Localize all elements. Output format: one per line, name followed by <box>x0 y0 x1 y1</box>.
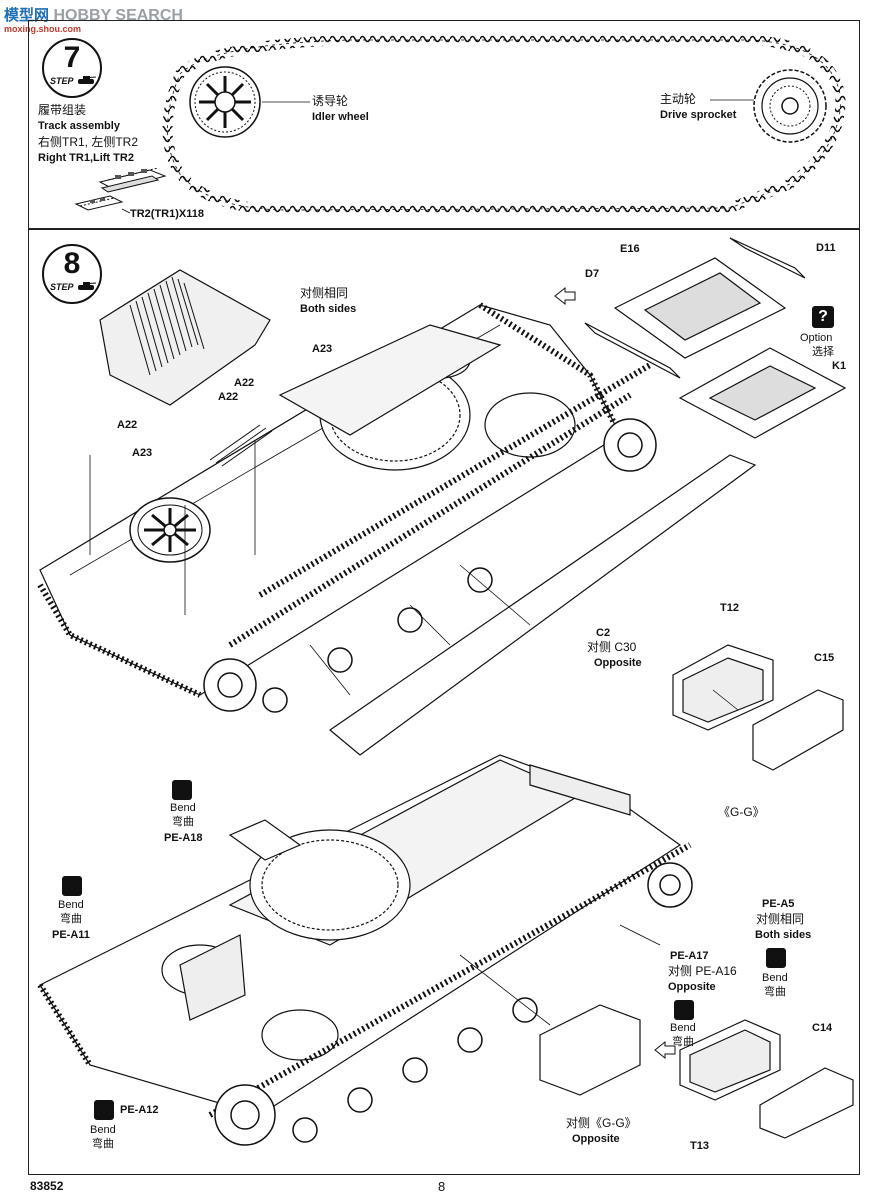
sprocket-label-en: Drive sprocket <box>660 109 737 121</box>
step7-badge: 7 STEP <box>42 38 102 98</box>
sprocket-label-cn: 主动轮 <box>660 92 697 106</box>
bend3-en: Bend <box>762 972 788 984</box>
page-number: 8 <box>438 1179 446 1194</box>
label-d7: D7 <box>585 268 600 280</box>
label-c14: C14 <box>812 1022 833 1034</box>
step7-sides-cn: 右侧TR1, 左侧TR2 <box>38 135 139 149</box>
bend-icon <box>766 948 786 968</box>
bend5-en: Bend <box>90 1124 116 1136</box>
parts-t12-c15-illustration <box>672 644 844 771</box>
option-icon: ? <box>812 306 834 328</box>
kit-number: 83852 <box>30 1179 64 1193</box>
bend2-cn: 弯曲 <box>60 913 82 925</box>
bend2-en: Bend <box>58 899 84 911</box>
label-a23-1: A23 <box>312 343 333 355</box>
label-t12: T12 <box>720 602 739 614</box>
label-e16: E16 <box>620 243 640 255</box>
bend3-cn: 弯曲 <box>764 986 786 998</box>
step7-step-word: STEP <box>50 76 74 86</box>
bend1-cn: 弯曲 <box>172 816 194 828</box>
step7-track-qty: TR2(TR1)X118 <box>130 208 204 220</box>
parts-t13-c14-illustration <box>539 1004 854 1139</box>
label-pe-a11: PE-A11 <box>52 929 90 941</box>
idler-label-cn: 诱导轮 <box>312 94 349 108</box>
bend4-cn: 弯曲 <box>672 1036 694 1048</box>
bend-icon <box>62 876 82 896</box>
label-pe-a17: PE-A17 <box>670 950 709 962</box>
both-sides-cn: 对侧相同 <box>300 286 349 300</box>
label-c30-cn: 对侧 C30 <box>587 640 637 654</box>
step8-frame <box>28 229 860 1175</box>
engine-deck-parts-illustration <box>554 237 847 439</box>
option-label-en: Option <box>800 332 833 344</box>
upper-tank-illustration <box>37 269 757 756</box>
label-pe-a16-cn: 对侧 PE-A16 <box>668 964 737 978</box>
tank-icon <box>78 282 97 290</box>
step7-sides-en: Right TR1,Lift TR2 <box>38 152 134 164</box>
step7-title-cn: 履带组装 <box>38 103 87 117</box>
label-gg-cn: 对侧《G-G》 <box>566 1116 637 1130</box>
label-pe-a5-en: Both sides <box>755 929 812 941</box>
label-pe-a5-cn: 对侧相同 <box>756 912 805 926</box>
bend-icon <box>94 1100 114 1120</box>
step8-number: 8 <box>63 247 81 280</box>
label-c2: C2 <box>596 627 611 639</box>
logo-en: HOBBY SEARCH <box>53 7 183 24</box>
step7-number: 7 <box>63 41 81 74</box>
label-a23-2: A23 <box>132 447 153 459</box>
bend4-en: Bend <box>670 1022 696 1034</box>
label-t13: T13 <box>690 1140 709 1152</box>
label-c30-en: Opposite <box>594 657 642 669</box>
label-c15: C15 <box>814 652 835 664</box>
idler-label-en: Idler wheel <box>312 111 369 123</box>
label-k1: K1 <box>832 360 847 372</box>
label-pe-a16-en: Opposite <box>668 981 716 993</box>
step8-badge: 8 STEP <box>42 244 102 304</box>
step7-title-en: Track assembly <box>38 120 120 132</box>
label-pe-a5: PE-A5 <box>762 898 795 910</box>
label-pe-a18: PE-A18 <box>164 832 203 844</box>
both-sides-en: Both sides <box>300 303 357 315</box>
idler-wheel-drawing <box>189 66 261 138</box>
track-links-illustration <box>74 167 167 214</box>
logo-sub: moxing.shou.com <box>4 24 82 34</box>
step7-frame <box>28 20 860 229</box>
label-pe-a12: PE-A12 <box>120 1104 159 1116</box>
tank-icon <box>78 76 97 84</box>
label-gg-en: Opposite <box>572 1133 620 1145</box>
step8-step-word: STEP <box>50 282 74 292</box>
site-logo: 模型网 HOBBY SEARCH moxing.shou.com <box>4 4 183 34</box>
label-a22-1: A22 <box>234 377 255 389</box>
bend5-cn: 弯曲 <box>92 1138 114 1150</box>
logo-cn: 模型网 <box>4 7 50 24</box>
drive-sprocket-drawing <box>753 69 827 143</box>
label-d11: D11 <box>816 242 836 254</box>
track-loop-illustration <box>162 35 846 216</box>
bend-icon <box>172 780 192 800</box>
label-a22-3: A22 <box>117 419 138 431</box>
option-label-cn: 选择 <box>812 346 834 358</box>
bend1-en: Bend <box>170 802 196 814</box>
bend-icon <box>674 1000 694 1020</box>
lower-tank-illustration <box>37 754 693 1146</box>
label-a22-2: A22 <box>218 391 239 403</box>
label-gg: 《G-G》 <box>718 805 765 819</box>
